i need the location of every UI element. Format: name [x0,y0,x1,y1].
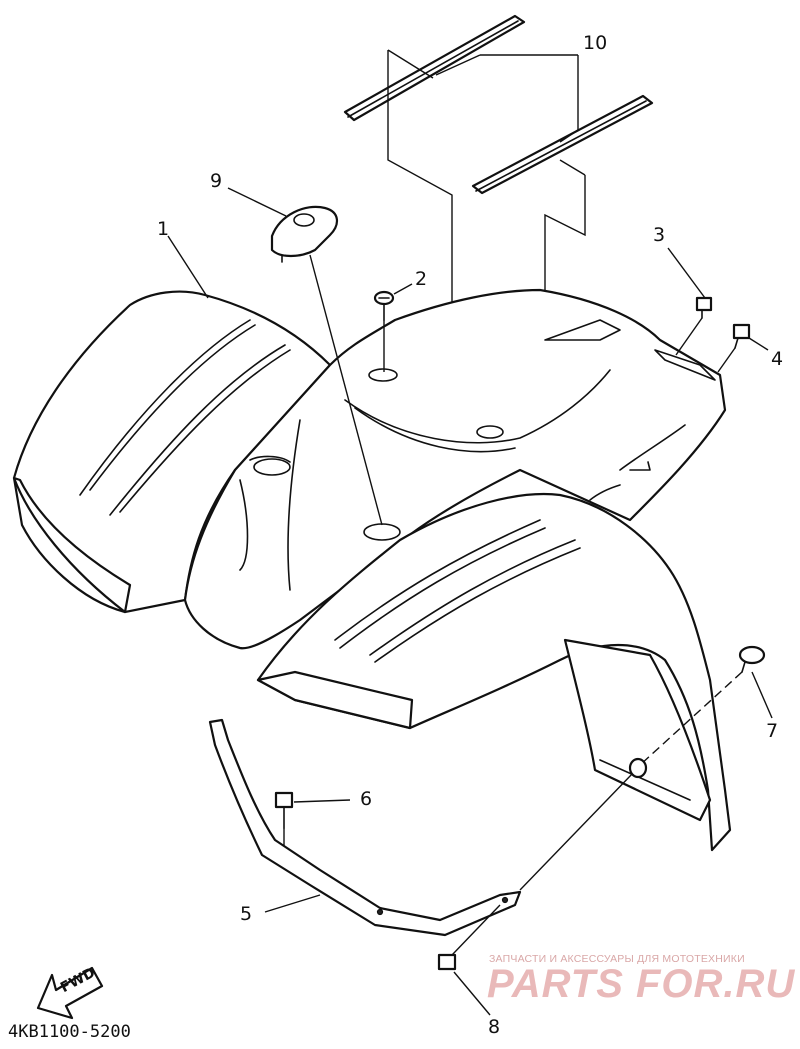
watermark-caption: ЗАПЧАСТИ И АКСЕССУАРЫ ДЛЯ МОТОТЕХНИКИ [489,953,745,965]
strip-part-10 [343,14,654,195]
leader-10 [435,54,579,143]
callout-9: 9 [210,170,223,192]
bolt-part-3 [667,247,713,356]
cap-part-9 [270,205,338,263]
bolt-part-4 [717,323,769,373]
fender-part-1 [12,288,732,852]
leader-1 [167,235,209,299]
nut-part-8 [437,904,501,1016]
watermark-brand: PARTS FOR.RU [487,962,796,1006]
callout-10: 10 [583,32,608,54]
screw-part-7 [639,645,773,766]
screw-part-2 [373,283,413,372]
bolt-part-6 [274,791,351,848]
callout-2: 2 [415,268,428,290]
callout-7: 7 [766,720,779,742]
callout-3: 3 [653,224,666,246]
fwd-arrow-icon [36,966,104,1020]
callout-1: 1 [157,218,170,240]
callout-8: 8 [488,1016,501,1038]
leader-9 [227,187,287,217]
diagram-code: 4KB1100-5200 [8,1022,131,1042]
grommet [628,757,648,779]
bracket-part-5 [208,718,635,937]
leader-9-line [309,254,383,526]
callout-6: 6 [360,788,373,810]
callout-5: 5 [240,903,253,925]
callout-4: 4 [771,348,784,370]
